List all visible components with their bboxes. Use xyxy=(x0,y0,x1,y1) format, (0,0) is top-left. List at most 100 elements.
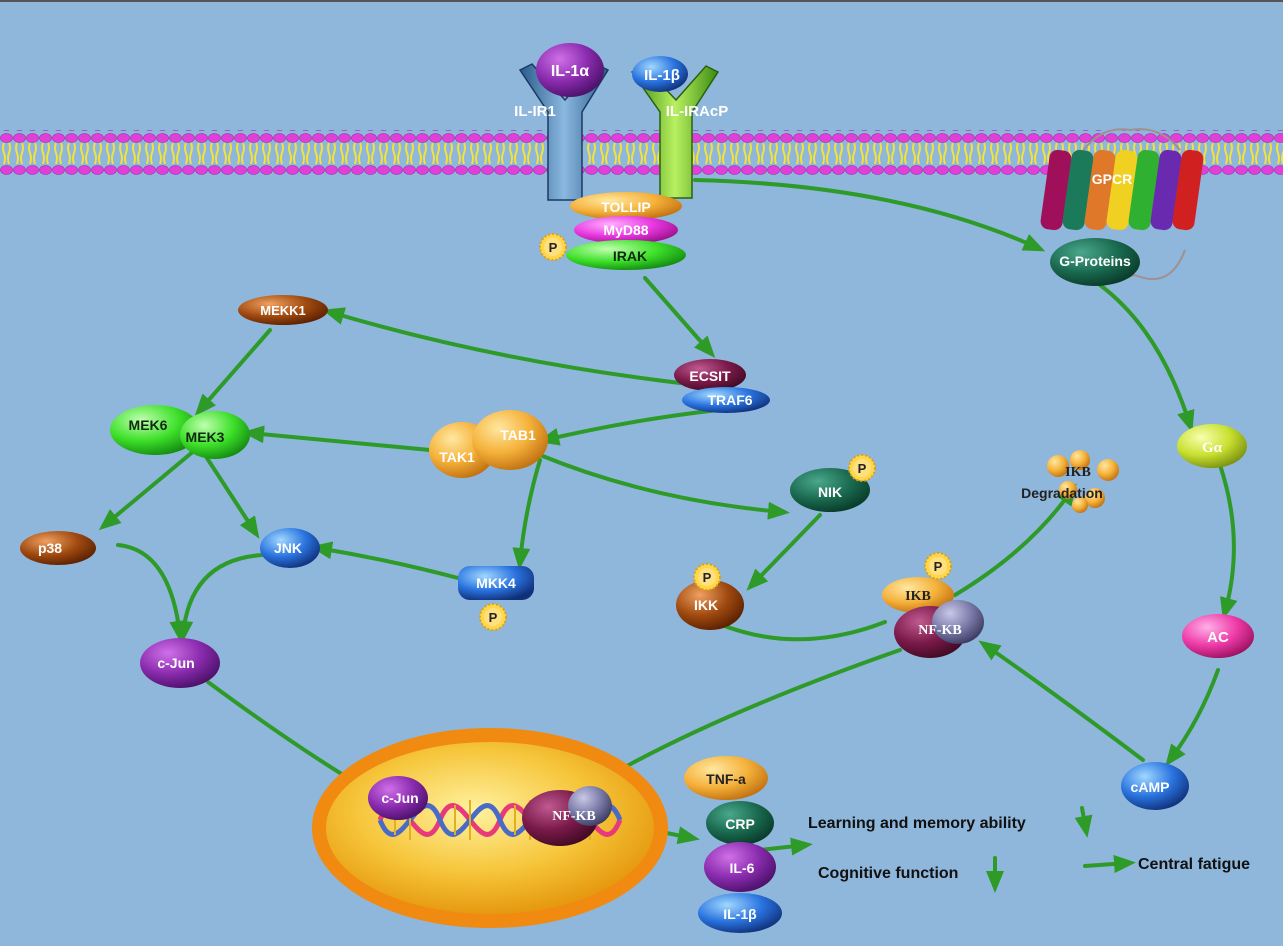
mkk4-label: MKK4 xyxy=(476,575,516,591)
arrow-gproteins-to-galpha xyxy=(1098,283,1195,433)
myd88-label: MyD88 xyxy=(603,222,648,238)
mekk1-label: MEKK1 xyxy=(260,303,306,318)
g-alpha-node xyxy=(1177,424,1247,468)
traf6-node xyxy=(682,387,770,413)
arrow-mek-to-p38 xyxy=(98,448,197,531)
mek3-label: MEK3 xyxy=(186,429,225,445)
nucleus: c-Jun NF-KB xyxy=(312,728,668,928)
svg-text:P: P xyxy=(934,559,943,574)
nik-node xyxy=(790,468,870,512)
c-jun-label: c-Jun xyxy=(157,655,194,671)
mek3-node xyxy=(180,411,250,459)
nuclear-c-jun-label: c-Jun xyxy=(381,790,418,806)
mek6-node xyxy=(110,405,200,455)
irak-label: IRAK xyxy=(613,248,647,264)
arrow-iracp-to-gproteins xyxy=(693,178,1046,252)
arrow-learning-down xyxy=(1074,806,1093,838)
phospho-badge-ikk: P xyxy=(693,563,721,591)
il1-alpha-ligand xyxy=(536,43,604,97)
nuclear-nfkb-slate xyxy=(568,786,612,826)
il1-alpha-label: IL-1α xyxy=(551,63,589,80)
nfkb-node-slate xyxy=(932,600,984,644)
g-proteins-node xyxy=(1050,238,1140,286)
il-iracp-label: IL-IRAcP xyxy=(666,103,729,120)
tab1-node xyxy=(472,410,548,470)
ikb-label: IKB xyxy=(905,589,931,604)
phospho-badge-irak: P xyxy=(539,233,567,261)
crp-node xyxy=(706,801,774,845)
il1b-node xyxy=(698,893,782,933)
tab1-label: TAB1 xyxy=(500,427,536,443)
gpcr-label: GPCR xyxy=(1092,171,1132,187)
arrow-galpha-to-ac xyxy=(1218,463,1238,620)
arrow-to-learning xyxy=(758,837,813,856)
myd88-node xyxy=(574,216,678,244)
crp-label: CRP xyxy=(725,816,755,832)
camp-label: cAMP xyxy=(1131,779,1170,795)
mek6-label: MEK6 xyxy=(129,417,168,433)
ecsit-node xyxy=(674,359,746,391)
arrow-ikk-to-ikb xyxy=(720,620,887,642)
phospho-badge-nik: P xyxy=(848,454,876,482)
pathway-arrows xyxy=(98,178,1238,893)
svg-text:P: P xyxy=(549,240,558,255)
svg-text:P: P xyxy=(858,461,867,476)
nik-label: NIK xyxy=(818,484,842,500)
mkk4-node xyxy=(458,566,534,600)
p38-label: p38 xyxy=(38,540,62,556)
ikb-node xyxy=(882,577,954,613)
g-alpha-label: Gα xyxy=(1202,440,1223,456)
irak-node xyxy=(566,240,686,270)
ikb-degradation-cluster xyxy=(1047,450,1119,513)
ac-label: AC xyxy=(1207,629,1229,646)
gpcr-receptor xyxy=(1040,128,1204,280)
cognitive-function-text: Cognitive function xyxy=(818,865,958,882)
il6-label: IL-6 xyxy=(730,860,755,876)
ecsit-label: ECSIT xyxy=(689,368,731,384)
ac-node xyxy=(1182,614,1254,658)
arrow-mekk1-to-mek xyxy=(194,328,272,417)
camp-node xyxy=(1121,762,1189,810)
arrow-irak-to-ecsit xyxy=(643,276,716,359)
tollip-node xyxy=(570,192,682,220)
tnf-node xyxy=(684,756,768,800)
mekk1-node xyxy=(238,295,328,325)
arrow-nik-to-ikk xyxy=(746,513,822,591)
arrow-camp-to-nfkb xyxy=(978,640,1145,762)
svg-text:P: P xyxy=(489,610,498,625)
jnk-label: JNK xyxy=(274,540,302,556)
arrow-traf6-to-tab1 xyxy=(537,408,720,446)
il-ir1-label: IL-IR1 xyxy=(514,103,556,120)
traf6-label: TRAF6 xyxy=(707,392,752,408)
ikk-node xyxy=(676,580,744,630)
degradation-label: Degradation xyxy=(1021,485,1103,501)
arrow-tak1-to-mek3 xyxy=(242,425,432,452)
svg-text:P: P xyxy=(703,570,712,585)
jnk-node xyxy=(260,528,320,568)
g-proteins-label: G-Proteins xyxy=(1059,253,1131,269)
arrow-ac-to-camp xyxy=(1165,668,1220,767)
c-jun-node xyxy=(140,638,220,688)
degradation-ikb-label: IKB xyxy=(1065,465,1091,480)
arrow-tab1-to-nik xyxy=(538,453,790,520)
p38-node xyxy=(20,531,96,565)
phospho-badge-ikb: P xyxy=(924,552,952,580)
tollip-label: TOLLIP xyxy=(601,199,651,215)
arrow-mek-to-jnk xyxy=(203,453,260,539)
nuclear-nfkb-label: NF-KB xyxy=(552,809,596,824)
arrow-p38-to-cjun xyxy=(116,543,188,643)
tnf-label: TNF-a xyxy=(706,771,746,787)
phospho-badge-mkk4: P xyxy=(479,603,507,631)
central-fatigue-text: Central fatigue xyxy=(1138,856,1250,873)
il6-node xyxy=(704,842,776,892)
ikk-label: IKK xyxy=(694,597,718,613)
il1-beta-ligand xyxy=(632,56,688,92)
nuclear-c-jun-node xyxy=(368,776,428,820)
nfkb-label: NF-KB xyxy=(918,623,962,638)
learning-memory-text: Learning and memory ability xyxy=(808,815,1026,832)
tak1-label: TAK1 xyxy=(439,449,475,465)
arrow-jnk-to-cjun xyxy=(175,553,264,643)
arrow-tab1-to-mkk4 xyxy=(512,458,542,570)
